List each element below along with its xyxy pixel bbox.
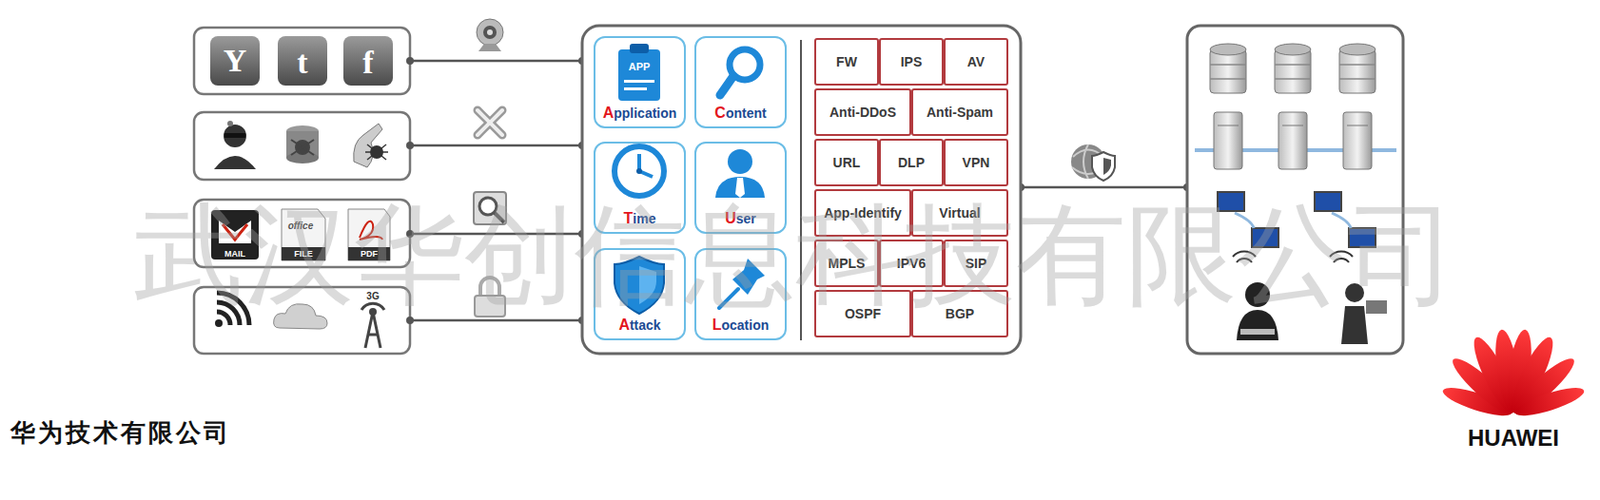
watermark: 武汉华创信息科技有限公司 bbox=[133, 199, 1458, 311]
tile-label: Application bbox=[603, 104, 678, 122]
cell-label: FW bbox=[836, 54, 858, 70]
tile-label: Location bbox=[712, 316, 770, 334]
feature-tile: Application bbox=[593, 36, 686, 129]
tile-label: Attack bbox=[618, 316, 661, 334]
function-cell: Anti-DDoS bbox=[814, 88, 912, 137]
function-cell: FW bbox=[814, 38, 879, 86]
cell-label: DLP bbox=[897, 155, 925, 171]
function-cell: Anti-Spam bbox=[911, 88, 1009, 137]
cell-label: Anti-DDoS bbox=[829, 104, 897, 120]
tile-label: Content bbox=[714, 104, 766, 122]
logo-letter: f bbox=[362, 46, 373, 79]
logo-letter: t bbox=[296, 46, 308, 79]
cell-label: Anti-Spam bbox=[926, 104, 994, 120]
icon-caption: APP bbox=[628, 61, 651, 73]
company-name: 华为技术有限公司 bbox=[10, 420, 232, 446]
function-cell: IPS bbox=[878, 38, 944, 86]
function-cell: URL bbox=[814, 138, 879, 187]
function-cell: VPN bbox=[943, 138, 1009, 187]
function-cell: AV bbox=[943, 38, 1009, 86]
cell-label: IPS bbox=[900, 54, 923, 70]
cell-label: URL bbox=[833, 155, 861, 171]
cell-label: VPN bbox=[962, 155, 991, 171]
logo-letter: Y bbox=[223, 44, 248, 78]
cell-label: AV bbox=[967, 54, 985, 70]
function-cell: DLP bbox=[878, 138, 944, 187]
brand-name: HUAWEI bbox=[1467, 427, 1560, 450]
feature-tile: Content bbox=[694, 36, 787, 129]
